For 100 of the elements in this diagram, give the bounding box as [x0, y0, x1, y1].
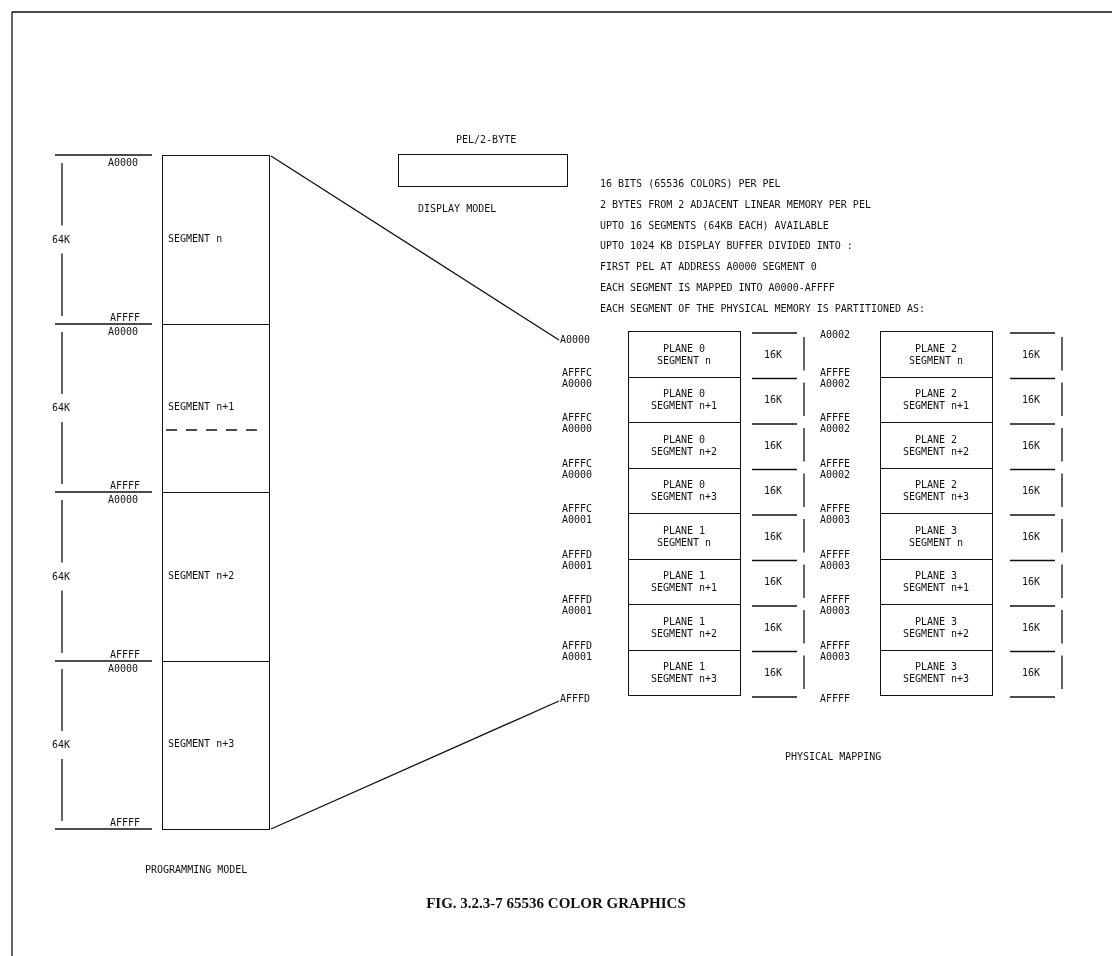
caption-label: DISPLAY MODEL: [418, 203, 497, 214]
plane-label: SEGMENT n+3: [649, 673, 719, 685]
plane-segment-box: [880, 604, 993, 651]
plane-label: SEGMENT n+1: [901, 400, 971, 412]
plane-label: PLANE 0: [661, 388, 707, 400]
size-label: 16K: [764, 576, 783, 588]
address-label: A0000: [108, 494, 139, 505]
plane-label: PLANE 1: [661, 570, 707, 582]
address-label: AFFFF: [110, 480, 141, 491]
note-text: UPTO 1024 KB DISPLAY BUFFER DIVIDED INTO :: [600, 240, 853, 252]
size-label: 64K: [52, 570, 71, 582]
address-label: AFFFF: [820, 594, 851, 605]
address-label: A0000: [560, 334, 591, 345]
address-label: A0000: [562, 468, 593, 480]
address-label: AFFFC: [562, 503, 593, 514]
address-label: A0002: [820, 377, 851, 389]
plane-segment-box: [628, 604, 741, 651]
plane-label: SEGMENT n+3: [901, 491, 971, 503]
plane-segment-box: [628, 513, 741, 560]
plane-label: SEGMENT n+3: [649, 491, 719, 503]
plane-label: PLANE 1: [661, 661, 707, 673]
plane-segment-box: [880, 649, 993, 696]
plane-label: PLANE 2: [913, 433, 959, 445]
plane-label: SEGMENT n: [907, 354, 965, 366]
size-label: 16K: [764, 667, 783, 679]
size-label: 16K: [1022, 394, 1041, 406]
plane-label: SEGMENT n: [655, 354, 713, 366]
plane-label: SEGMENT n: [907, 536, 965, 548]
size-label: 16K: [764, 530, 783, 542]
plane-label: SEGMENT n+1: [901, 582, 971, 594]
plane-label: PLANE 1: [661, 524, 707, 536]
segment-label: SEGMENT n+2: [168, 569, 235, 581]
plane-label: PLANE 0: [661, 433, 707, 445]
address-label: AFFFF: [110, 817, 141, 828]
plane-label: PLANE 0: [661, 479, 707, 491]
address-label: A0003: [820, 514, 851, 525]
memory-segment-box: [162, 155, 270, 325]
plane-label: SEGMENT n+2: [649, 627, 719, 639]
note-text: EACH SEGMENT IS MAPPED INTO A0000-AFFFF: [600, 282, 835, 293]
size-label: 16K: [1022, 667, 1041, 679]
address-label: A0002: [820, 423, 851, 434]
address-label: AFFFC: [562, 457, 593, 469]
note-text: UPTO 16 SEGMENTS (64KB EACH) AVAILABLE: [600, 219, 829, 231]
plane-segment-box: [880, 558, 993, 605]
address-label: A0003: [820, 650, 851, 662]
plane-label: SEGMENT n+3: [901, 673, 971, 685]
plane-segment-box: [628, 376, 741, 423]
plane-segment-box: [628, 422, 741, 469]
plane-label: SEGMENT n+2: [901, 627, 971, 639]
address-label: AFFFD: [562, 548, 593, 560]
segment-label: SEGMENT n+3: [168, 738, 235, 749]
plane-segment-box: [880, 422, 993, 469]
plane-label: SEGMENT n+1: [649, 582, 719, 594]
size-label: 16K: [764, 439, 783, 451]
plane-label: PLANE 2: [913, 388, 959, 400]
address-label: AFFFF: [110, 649, 141, 660]
address-label: AFFFC: [562, 366, 593, 378]
size-label: 16K: [764, 485, 783, 497]
size-label: 16K: [1022, 485, 1041, 497]
connector-line: [270, 155, 560, 341]
address-label: AFFFE: [820, 366, 851, 378]
connector-line: [270, 700, 560, 830]
size-label: 16K: [1022, 439, 1041, 451]
plane-segment-box: [628, 467, 741, 514]
plane-label: PLANE 3: [913, 524, 959, 536]
size-label: 16K: [764, 621, 783, 633]
address-label: A0000: [108, 326, 139, 337]
note-text: FIRST PEL AT ADDRESS A0000 SEGMENT 0: [600, 261, 817, 273]
address-label: AFFFF: [820, 548, 851, 560]
address-label: A0001: [562, 514, 593, 525]
plane-label: PLANE 3: [913, 570, 959, 582]
memory-segment-box: [162, 492, 270, 662]
plane-segment-box: [880, 331, 993, 378]
address-label: A0002: [820, 468, 851, 480]
caption-label: PROGRAMMING MODEL: [145, 864, 248, 875]
size-label: 16K: [1022, 621, 1041, 633]
address-label: AFFFF: [820, 693, 851, 704]
plane-label: SEGMENT n: [655, 536, 713, 548]
plane-label: PLANE 2: [913, 479, 959, 491]
size-label: 16K: [764, 394, 783, 406]
segment-label: SEGMENT n+1: [168, 401, 235, 412]
plane-segment-box: [880, 376, 993, 423]
address-label: AFFFD: [562, 639, 593, 651]
address-label: A0000: [562, 423, 593, 434]
plane-label: PLANE 3: [913, 661, 959, 673]
size-label: 16K: [1022, 348, 1041, 360]
heading-label: PEL/2-BYTE: [456, 134, 517, 145]
size-label: 16K: [1022, 576, 1041, 588]
plane-segment-box: [628, 558, 741, 605]
address-label: A0001: [562, 650, 593, 662]
size-label: 16K: [1022, 530, 1041, 542]
memory-segment-box: [162, 324, 270, 493]
plane-label: PLANE 2: [913, 342, 959, 354]
plane-label: SEGMENT n+2: [901, 445, 971, 457]
plane-label: SEGMENT n+2: [649, 445, 719, 457]
address-label: AFFFF: [820, 639, 851, 651]
address-label: A0000: [108, 663, 139, 674]
plane-label: PLANE 3: [913, 615, 959, 627]
address-label: A0000: [108, 157, 139, 168]
caption-label: PHYSICAL MAPPING: [785, 751, 882, 762]
